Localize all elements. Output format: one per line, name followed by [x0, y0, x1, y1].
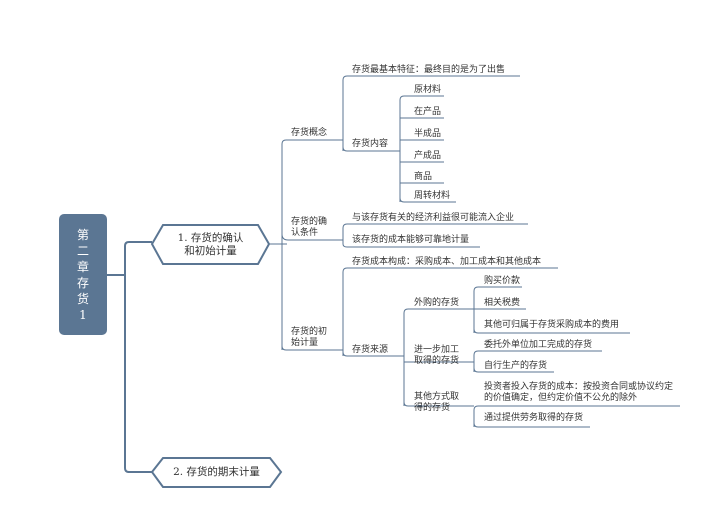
connector-purchased — [470, 286, 630, 334]
processed-node[interactable]: 进一步加工 取得的存货 — [414, 345, 460, 366]
content-item[interactable]: 产成品 — [414, 151, 442, 161]
section-2-label: 2. 存货的期末计量 — [173, 466, 260, 478]
condition-item[interactable]: 该存货的成本能够可靠地计量 — [352, 235, 470, 245]
initial-measure-node[interactable]: 存货的初 始计量 — [291, 327, 328, 348]
purchased-node[interactable]: 外购的存货 — [414, 298, 460, 308]
content-item[interactable]: 周转材料 — [414, 191, 451, 201]
connector-processed — [470, 350, 602, 373]
connector-root — [107, 241, 152, 473]
content-item[interactable]: 在产品 — [414, 107, 442, 117]
processed-item[interactable]: 自行生产的存货 — [484, 361, 548, 371]
purchased-item[interactable]: 相关税费 — [484, 298, 521, 308]
connector-concept — [340, 75, 520, 152]
root-node[interactable]: 第 二 章 存 货 1 — [59, 214, 107, 335]
connector-section1 — [269, 139, 340, 351]
condition-item[interactable]: 与该存货有关的经济利益很可能流入企业 — [352, 213, 515, 223]
section-1-label: 1. 存货的确认 和初始计量 — [177, 231, 244, 257]
source-node[interactable]: 存货来源 — [352, 345, 389, 355]
purchased-item[interactable]: 购买价款 — [484, 276, 521, 286]
connector-other — [470, 405, 680, 428]
other-method-node[interactable]: 其他方式取 得的存货 — [414, 392, 460, 413]
content-item[interactable]: 商品 — [414, 172, 433, 182]
section-2-node[interactable] — [150, 457, 283, 488]
recognition-node[interactable]: 存货的确 认条件 — [291, 217, 328, 238]
purchased-item[interactable]: 其他可归属于存货采购成本的费用 — [484, 320, 620, 330]
other-item[interactable]: 投资者投入存货的成本：按投资合同或协议约定的价值确定，但约定价值不公允的除外 — [484, 382, 674, 403]
concept-node[interactable]: 存货概念 — [291, 128, 328, 138]
basic-feature-node[interactable]: 存货最基本特征：最终目的是为了出售 — [352, 65, 506, 75]
connector-source — [400, 308, 470, 407]
connector-content — [394, 95, 456, 203]
content-node[interactable]: 存货内容 — [352, 139, 389, 149]
cost-composition-node[interactable]: 存货成本构成：采购成本、加工成本和其他成本 — [352, 257, 542, 267]
connector-initial — [340, 267, 558, 357]
content-item[interactable]: 半成品 — [414, 129, 442, 139]
processed-item[interactable]: 委托外单位加工完成的存货 — [484, 340, 593, 350]
connector-recognition — [340, 223, 528, 248]
other-item[interactable]: 通过提供劳务取得的存货 — [484, 413, 584, 423]
content-item[interactable]: 原材料 — [414, 85, 442, 95]
